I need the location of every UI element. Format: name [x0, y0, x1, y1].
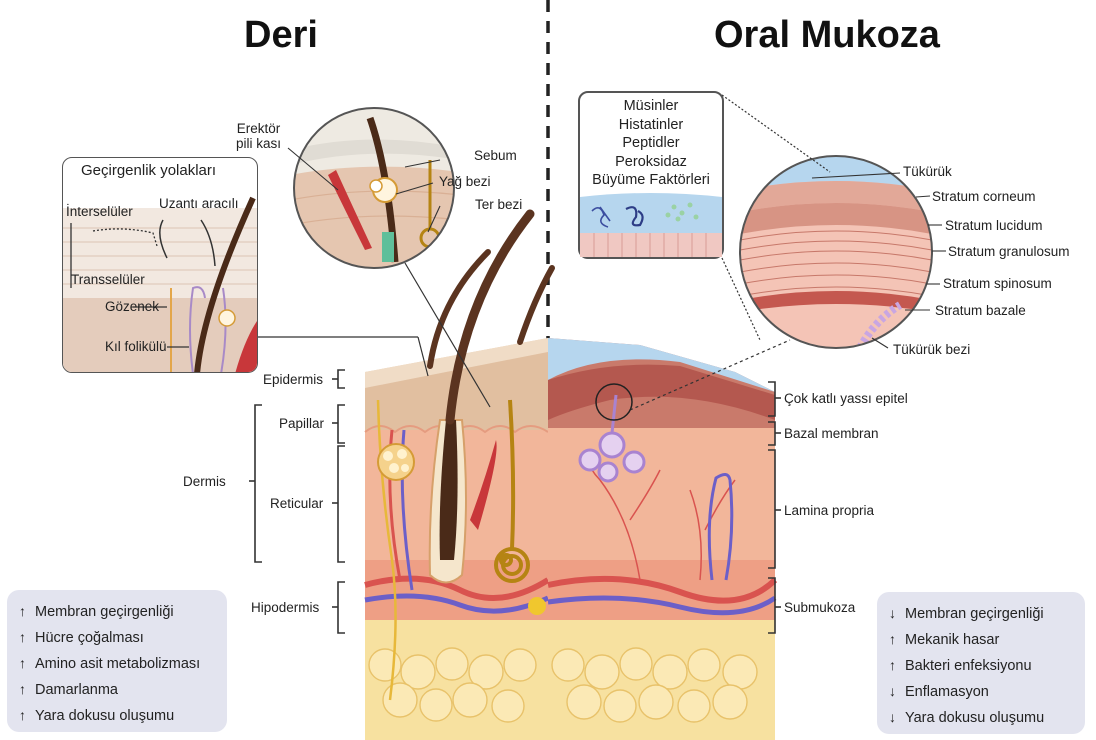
permeability-title: Geçirgenlik yolakları	[81, 162, 216, 179]
saliva-label: Tükürük	[903, 164, 952, 179]
skin-effect-row: ↑Amino asit metabolizması	[19, 651, 215, 677]
stratum-granulosum-label: Stratum granulosum	[948, 244, 1070, 259]
lamina-propria-label: Lamina propria	[784, 503, 874, 518]
dermis-label: Dermis	[183, 474, 226, 489]
sebaceous-gland	[378, 444, 414, 480]
mucosa-effect-row: ↑Mekanik hasar	[889, 627, 1073, 653]
skin-title: Deri	[244, 14, 318, 57]
sweat-gland-label: Ter bezi	[475, 197, 522, 212]
papillary-label: Papillar	[279, 416, 324, 431]
stratum-bazale-label: Stratum bazale	[935, 303, 1026, 318]
saliva-components-illustration	[580, 189, 722, 257]
mucosa-effect-row: ↓Enflamasyon	[889, 679, 1073, 705]
intercellular-label: İnterselüler	[66, 204, 133, 219]
skin-effect-row: ↑Hücre çoğalması	[19, 625, 215, 651]
skin-effect-row: ↑Membran geçirgenliği	[19, 599, 215, 625]
follicle-label: Kıl folikülü	[105, 339, 167, 354]
reticular-label: Reticular	[270, 496, 323, 511]
saliva-components-box: Müsinler Histatinler Peptidler Peroksida…	[578, 91, 724, 259]
mucosa-effect-row: ↓Yara dokusu oluşumu	[889, 705, 1073, 731]
skin-effect-row: ↑Yara dokusu oluşumu	[19, 703, 215, 729]
skin-effects-box: ↑Membran geçirgenliği ↑Hücre çoğalması ↑…	[7, 590, 227, 732]
mucosa-effect-row: ↓Membran geçirgenliği	[889, 601, 1073, 627]
mucin-line-2: Histatinler	[580, 116, 722, 135]
mucin-line-1: Müsinler	[580, 97, 722, 116]
tissue-block	[365, 214, 775, 740]
appendage-label: Uzantı aracılı	[159, 196, 239, 211]
transcellular-label: Transselüler	[71, 272, 145, 287]
mucosa-block	[548, 338, 775, 740]
oral-mucosa-title: Oral Mukoza	[714, 14, 940, 57]
stratum-lucidum-label: Stratum lucidum	[945, 218, 1043, 233]
mucin-line-5: Büyüme Faktörleri	[580, 171, 722, 190]
epidermis-label: Epidermis	[263, 372, 323, 387]
sebum-label: Sebum	[474, 148, 517, 163]
arrector-pili-label: Erektör pili kası	[236, 121, 281, 151]
sebaceous-gland-label: Yağ bezi	[439, 174, 491, 189]
mucosa-effect-row: ↑Bakteri enfeksiyonu	[889, 653, 1073, 679]
mucosa-effects-box: ↓Membran geçirgenliği ↑Mekanik hasar ↑Ba…	[877, 592, 1085, 734]
mucin-line-3: Peptidler	[580, 134, 722, 153]
hypodermis-label: Hipodermis	[251, 600, 319, 615]
submucosa-label: Submukoza	[784, 600, 855, 615]
mucin-line-4: Peroksidaz	[580, 153, 722, 172]
skin-effect-row: ↑Damarlanma	[19, 677, 215, 703]
hair-inset	[290, 104, 460, 274]
permeability-panel: Geçirgenlik yolakları İnterselüler Uzant…	[62, 157, 258, 373]
pore-label: Gözenek	[105, 299, 159, 314]
salivary-gland-label: Tükürük bezi	[893, 342, 970, 357]
stratum-corneum-label: Stratum corneum	[932, 189, 1036, 204]
epithelium-label: Çok katlı yassı epitel	[784, 391, 908, 406]
stratum-spinosum-label: Stratum spinosum	[943, 276, 1052, 291]
basal-membrane-label: Bazal membran	[784, 426, 879, 441]
